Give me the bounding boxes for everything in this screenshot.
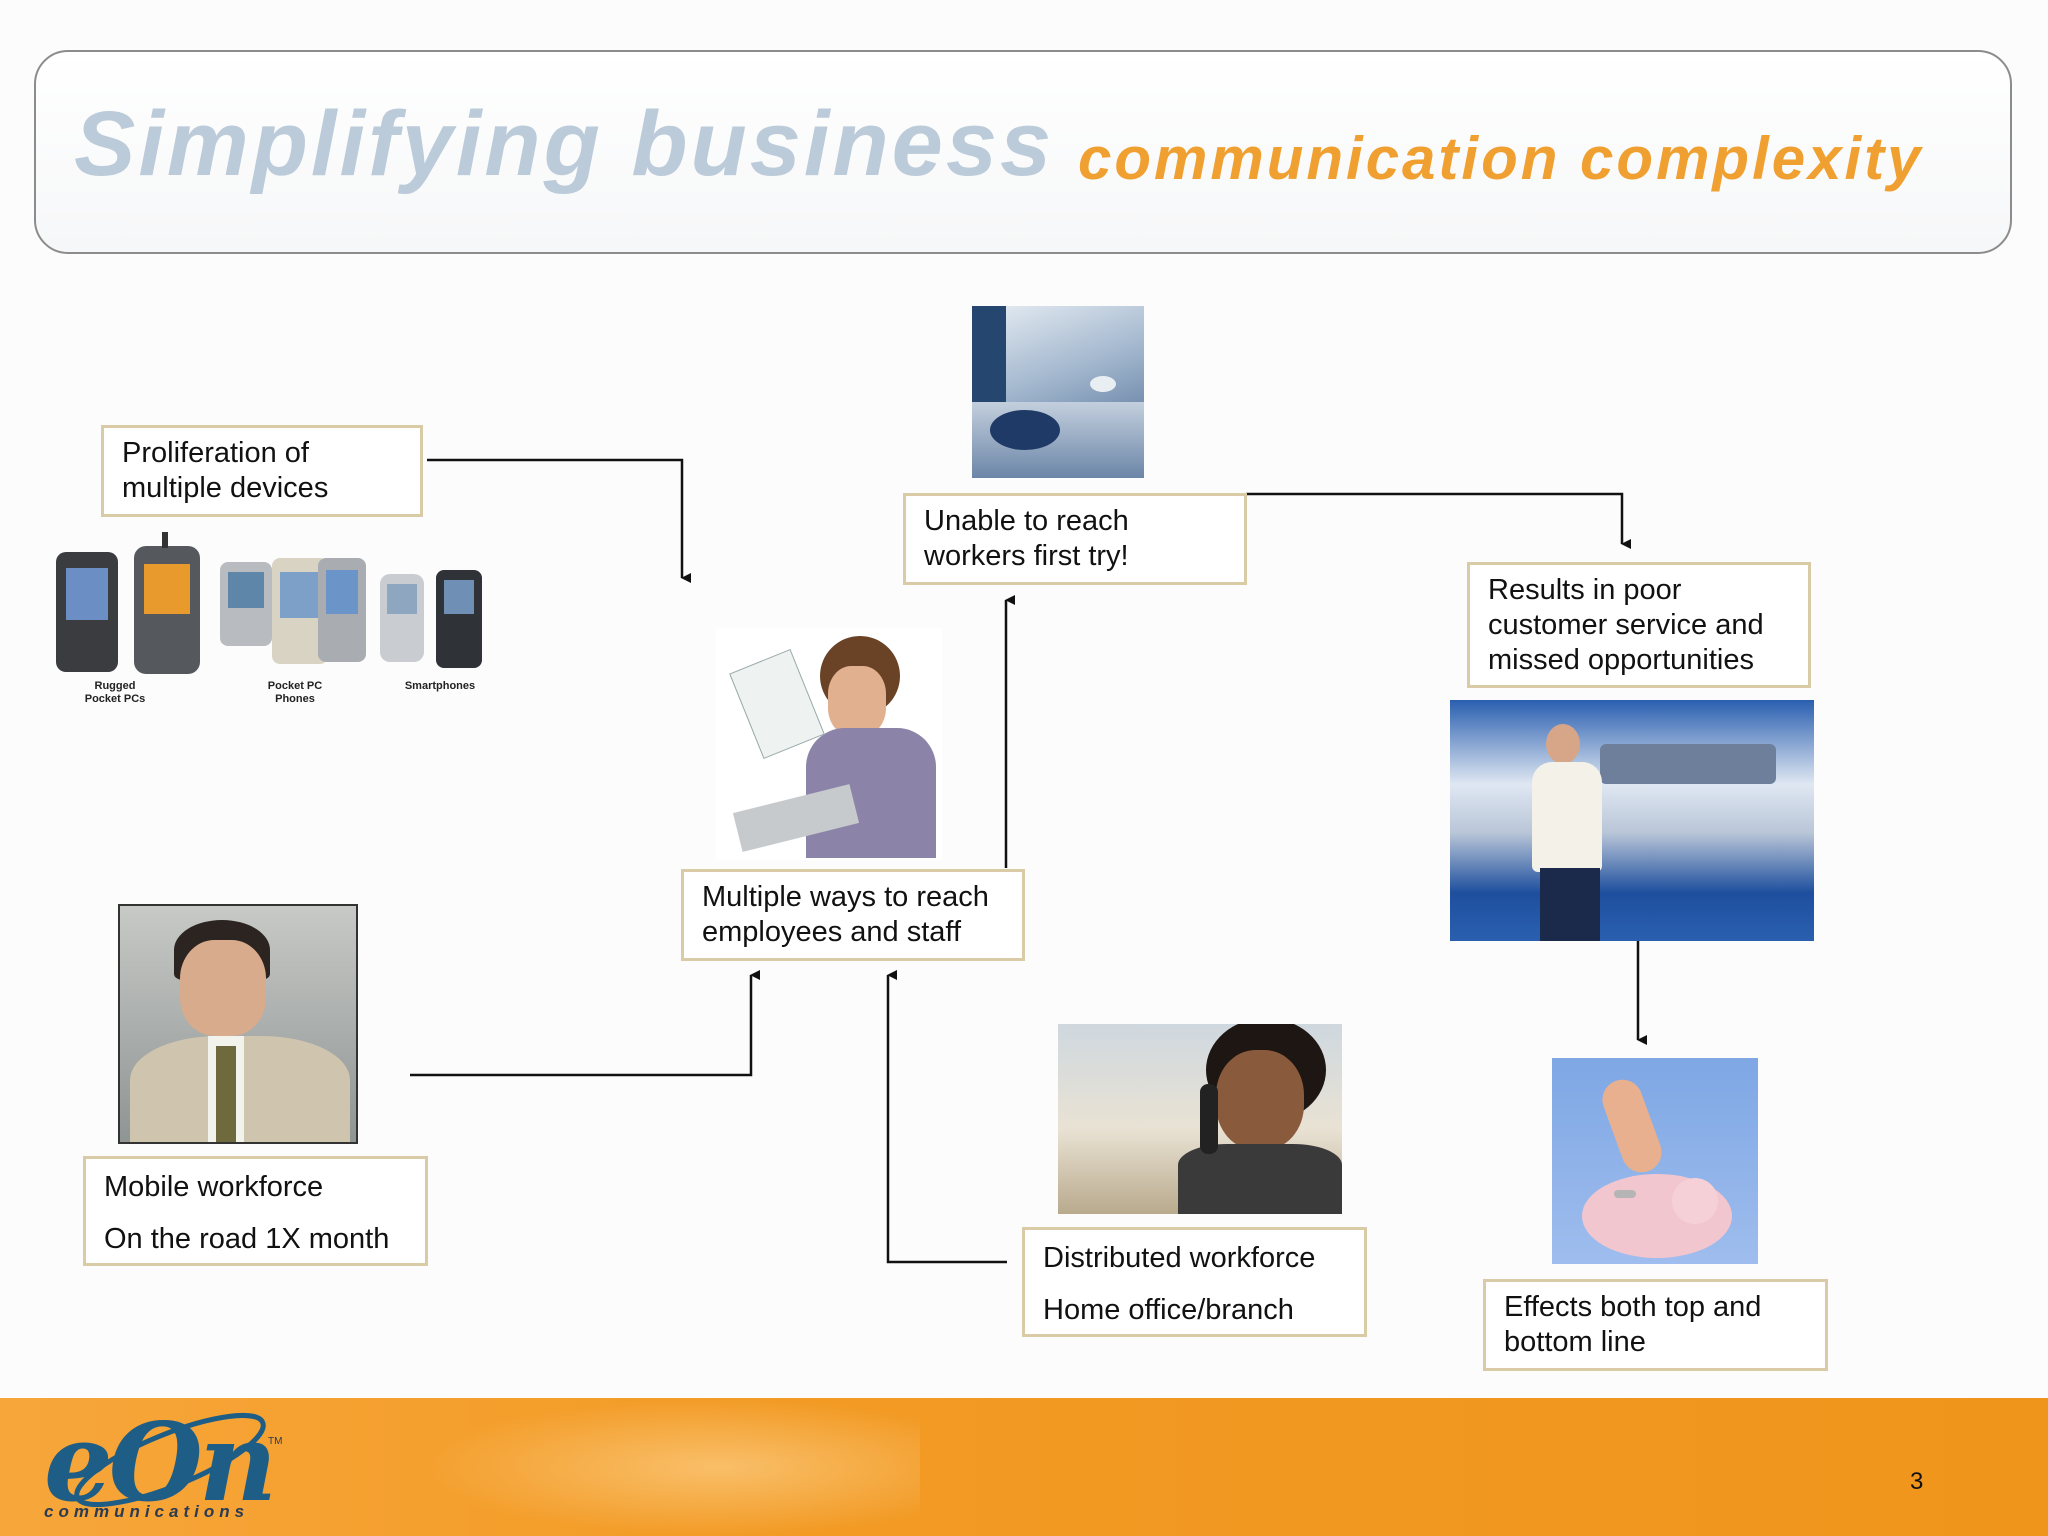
footer-bar	[0, 1398, 2048, 1536]
effects-line2: bottom line	[1504, 1326, 1646, 1358]
title-banner	[34, 50, 2012, 254]
remote-worker-photo	[1058, 1024, 1342, 1214]
mobile-line1: Mobile workforce	[104, 1171, 324, 1203]
page-number: 3	[1910, 1468, 1924, 1495]
label-smartphones: Smartphones	[404, 680, 476, 692]
train-businessman-photo	[1450, 700, 1814, 941]
piggy-bank-photo	[1552, 1058, 1758, 1264]
arrow-mobile-to-center	[410, 970, 760, 1077]
arrow-devices-to-center	[427, 458, 691, 583]
company-logo: eOn	[44, 1400, 277, 1526]
logo-trademark: TM	[268, 1436, 283, 1447]
box-device-proliferation: Proliferation of multiple devices	[101, 425, 423, 517]
box-unable-to-reach: Unable to reach workers first try!	[903, 493, 1247, 585]
devices-line1: Proliferation of	[122, 437, 309, 469]
devices-line2: multiple devices	[122, 472, 329, 504]
desk-photo	[972, 306, 1144, 478]
multiple-line1: Multiple ways to reach	[702, 881, 989, 913]
results-line2: customer service and	[1488, 609, 1764, 641]
results-line3: missed opportunities	[1488, 644, 1754, 676]
mobile-devices-icon	[56, 532, 482, 674]
arrow-unable-to-results	[1246, 492, 1631, 549]
footer-map-glow	[420, 1398, 920, 1536]
mobile-worker-photo	[118, 904, 358, 1144]
results-line1: Results in poor	[1488, 574, 1682, 606]
box-multiple-ways: Multiple ways to reach employees and sta…	[681, 869, 1025, 961]
unable-line1: Unable to reach	[924, 505, 1129, 537]
multiple-line2: employees and staff	[702, 916, 962, 948]
mobile-line2: On the road 1X month	[104, 1223, 390, 1255]
distributed-line1: Distributed workforce	[1043, 1242, 1316, 1274]
logo-swoosh-icon	[74, 1412, 266, 1508]
unable-line2: workers first try!	[924, 540, 1129, 572]
logo-tagline: communications	[44, 1502, 250, 1521]
man-phone-photo	[716, 628, 942, 860]
distributed-line2: Home office/branch	[1043, 1294, 1294, 1326]
box-poor-service: Results in poor customer service and mis…	[1467, 562, 1811, 688]
effects-line1: Effects both top and	[1504, 1291, 1762, 1323]
box-effects-bottom-line: Effects both top and bottom line	[1483, 1279, 1828, 1371]
box-mobile-workforce: Mobile workforce On the road 1X month	[83, 1156, 428, 1266]
page-title: Simplifying business	[74, 93, 1055, 195]
box-distributed-workforce: Distributed workforce Home office/branch	[1022, 1227, 1367, 1337]
page-subtitle: communication complexity	[1078, 125, 1924, 192]
arrow-distributed-to-center	[886, 970, 1007, 1264]
